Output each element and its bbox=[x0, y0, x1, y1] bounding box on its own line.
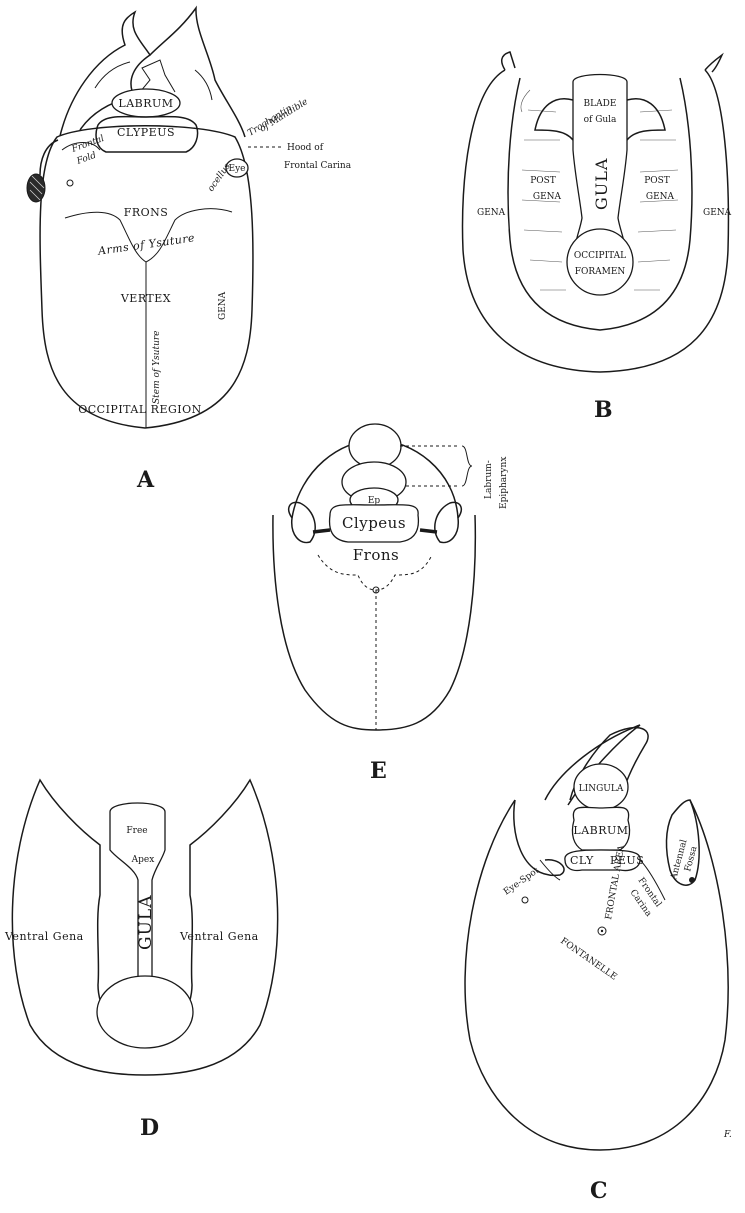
panel-b-label-blade-2: of Gula bbox=[584, 115, 617, 125]
panel-b-left-horn bbox=[502, 52, 515, 70]
panel-d-label-gula: GULA bbox=[136, 895, 156, 950]
panel-c-head-dorsal: LINGULA LABRUM CLY PEUS FRONTAL AREA FON… bbox=[465, 725, 732, 1204]
panel-b-occipital-foramen bbox=[567, 229, 633, 295]
panel-b-label-occipital-1: OCCIPITAL bbox=[574, 251, 626, 261]
panel-a-label-eye: Eye bbox=[229, 164, 246, 174]
panel-c-signature: F. bbox=[723, 1130, 732, 1140]
panel-b-right-horn bbox=[705, 55, 722, 72]
panel-a-ocellus-small bbox=[67, 180, 73, 186]
panel-b-label-postgena-right-1: POST bbox=[644, 176, 670, 186]
panel-b-label-postgena-left-1: POST bbox=[530, 176, 556, 186]
panel-b-label-gula: GULA bbox=[592, 158, 611, 210]
panel-a-label-labrum: LABRUM bbox=[118, 97, 173, 110]
panel-a-letter: A bbox=[136, 467, 155, 493]
panel-b-head-ventral: BLADE of Gula GULA POST GENA POST GENA G… bbox=[462, 52, 731, 423]
panel-a-head-dorsal: LABRUM CLYPEUS Frontal Fold Trochantin o… bbox=[27, 8, 352, 493]
panel-c-label-labrum: LABRUM bbox=[573, 824, 628, 837]
panel-c-label-fontanelle: FONTANELLE bbox=[558, 936, 618, 982]
panel-b-label-occipital-2: FORAMEN bbox=[575, 267, 626, 277]
panel-c-antennal-socket bbox=[689, 877, 695, 883]
panel-d-gula-foramen bbox=[97, 976, 193, 1048]
panel-e-right-joint bbox=[420, 530, 437, 532]
panel-c-letter: C bbox=[590, 1178, 608, 1204]
panel-e-left-joint bbox=[313, 530, 330, 532]
panel-a-right-mandible-inner bbox=[195, 70, 212, 100]
panel-e-label-labrum-2: Epipharynx bbox=[499, 457, 509, 509]
panel-d-label-apex: Apex bbox=[131, 855, 155, 865]
panel-a-label-vertex: VERTEX bbox=[120, 292, 171, 305]
panel-e-label-ep: Ep bbox=[368, 496, 381, 506]
panel-a-left-mandible-inner bbox=[95, 62, 130, 88]
panel-a-label-frons: FRONS bbox=[124, 206, 169, 219]
panel-a-label-clypeus: CLYPEUS bbox=[117, 126, 175, 139]
panel-a-label-frontal-1: Frontal bbox=[70, 134, 106, 155]
panel-e-left-lobe bbox=[289, 502, 315, 542]
panel-c-eye-spot-edge bbox=[540, 860, 560, 880]
panel-a-label-gena: GENA bbox=[218, 291, 228, 320]
panel-d-letter: D bbox=[140, 1115, 159, 1141]
panel-e-bracket bbox=[462, 446, 472, 486]
panel-e-label-clypeus: Clypeus bbox=[342, 514, 406, 532]
panel-b-label-postgena-left-2: GENA bbox=[533, 192, 562, 202]
panel-b-blade-right bbox=[627, 99, 665, 140]
panel-e-label-frons: Frons bbox=[353, 546, 399, 564]
panel-b-label-gena-left: GENA bbox=[477, 208, 506, 218]
panel-d-label-ventral-gena-left: Ventral Gena bbox=[4, 930, 84, 943]
panel-a-antenna-scape bbox=[40, 140, 58, 175]
panel-b-label-postgena-right-2: GENA bbox=[646, 192, 675, 202]
panel-b-label-gena-right: GENA bbox=[703, 208, 732, 218]
panel-a-label-arms: Arms of Ysuture bbox=[96, 231, 196, 258]
panel-b-letter: B bbox=[594, 397, 613, 423]
panel-e-letter: E bbox=[370, 758, 387, 784]
panel-c-label-lingula: LINGULA bbox=[579, 784, 624, 794]
panel-c-label-eye-spot: Eye-Spot bbox=[502, 866, 542, 898]
panel-a-label-hood-1: Hood of bbox=[287, 143, 324, 153]
panel-c-eye-spot-dot bbox=[522, 897, 528, 903]
panel-c-fontanelle-center bbox=[601, 930, 603, 932]
panel-d-label-free: Free bbox=[126, 826, 147, 836]
panel-b-postgena-left-hatch bbox=[521, 90, 566, 290]
panel-a-label-occipital: OCCIPITAL REGION bbox=[78, 403, 202, 416]
panel-a-label-hood-2: Frontal Carina bbox=[284, 161, 352, 171]
panel-b-blade-left bbox=[535, 99, 573, 140]
panel-c-label-clypeus-1: CLY bbox=[570, 854, 594, 867]
panel-e-label-labrum-1: Labrum- bbox=[484, 460, 494, 499]
panel-b-label-blade-1: BLADE bbox=[584, 99, 617, 109]
panel-a-label-trochantin-2: of Mandible bbox=[258, 97, 310, 134]
panel-d-label-ventral-gena-right: Ventral Gena bbox=[179, 930, 259, 943]
panel-e-head-anterior: Labrum- Epipharynx Ep Clypeus Frons E bbox=[273, 424, 509, 784]
panel-a-label-stem: Stem of Ysuture bbox=[152, 330, 162, 404]
panel-c-eye-spot-lobe bbox=[514, 800, 564, 875]
panel-d-head-ventral: Free Apex GULA Ventral Gena Ventral Gena… bbox=[4, 780, 278, 1141]
